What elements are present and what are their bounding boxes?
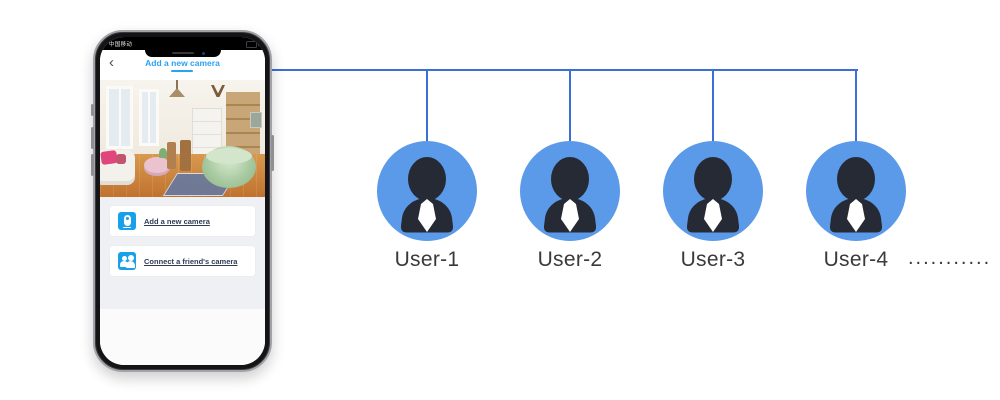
connector-line-horizontal — [268, 69, 858, 71]
chair — [167, 142, 176, 169]
action-menu: Add a new camera Connect a friend's came… — [100, 197, 265, 309]
user-label: User-2 — [537, 248, 603, 271]
menu-item-label: Add a new camera — [144, 216, 210, 226]
title-underline — [171, 69, 194, 73]
phone-volume-down-button — [91, 154, 94, 176]
screen-blank-area — [100, 309, 265, 365]
pink-ottoman — [144, 157, 170, 173]
connector-line-vertical — [569, 70, 571, 141]
phone-volume-up-button — [91, 127, 94, 149]
more-users-ellipsis: ........... — [908, 247, 992, 269]
user-avatar-icon — [520, 141, 620, 241]
user-label: User-4 — [823, 248, 889, 271]
pink-pillow — [116, 154, 126, 164]
phone-mockup: 中国移动 ‹ Add a new camera — [91, 30, 274, 372]
connector-line-vertical — [712, 70, 714, 141]
phone-screen: 中国移动 ‹ Add a new camera — [100, 37, 265, 365]
status-bar: 中国移动 — [100, 37, 265, 50]
user-avatar-icon — [663, 141, 763, 241]
carrier-label: 中国移动 — [109, 42, 133, 48]
page-title: Add a new camera — [145, 57, 220, 68]
user-label: User-3 — [680, 248, 746, 271]
window-right — [139, 89, 159, 146]
people-icon — [118, 252, 136, 270]
user-node: User-3 — [653, 70, 773, 272]
back-icon[interactable]: ‹ — [109, 54, 114, 71]
connector-line-vertical — [426, 70, 428, 141]
chandelier — [169, 88, 185, 97]
speaker-icon — [171, 51, 194, 54]
phone-mute-switch — [91, 104, 94, 116]
connect-friends-camera-button[interactable]: Connect a friend's camera — [110, 246, 255, 276]
camera-preview-image — [100, 80, 265, 197]
front-camera-icon — [201, 51, 205, 55]
add-new-camera-button[interactable]: Add a new camera — [110, 206, 255, 236]
chair — [180, 140, 191, 171]
phone-notch — [144, 50, 221, 57]
menu-item-label: Connect a friend's camera — [144, 256, 238, 266]
user-node: User-1 — [367, 70, 487, 272]
user-node: User-4 — [796, 70, 916, 272]
picture-frame — [250, 112, 262, 128]
window-left — [106, 86, 133, 149]
user-avatar-icon — [806, 141, 906, 241]
user-node: User-2 — [510, 70, 630, 272]
user-label: User-1 — [394, 248, 460, 271]
battery-icon — [246, 41, 259, 48]
phone-power-button — [271, 135, 274, 171]
connector-line-vertical — [855, 70, 857, 141]
plant — [159, 148, 167, 158]
user-avatar-icon — [377, 141, 477, 241]
camera-icon — [118, 212, 136, 230]
